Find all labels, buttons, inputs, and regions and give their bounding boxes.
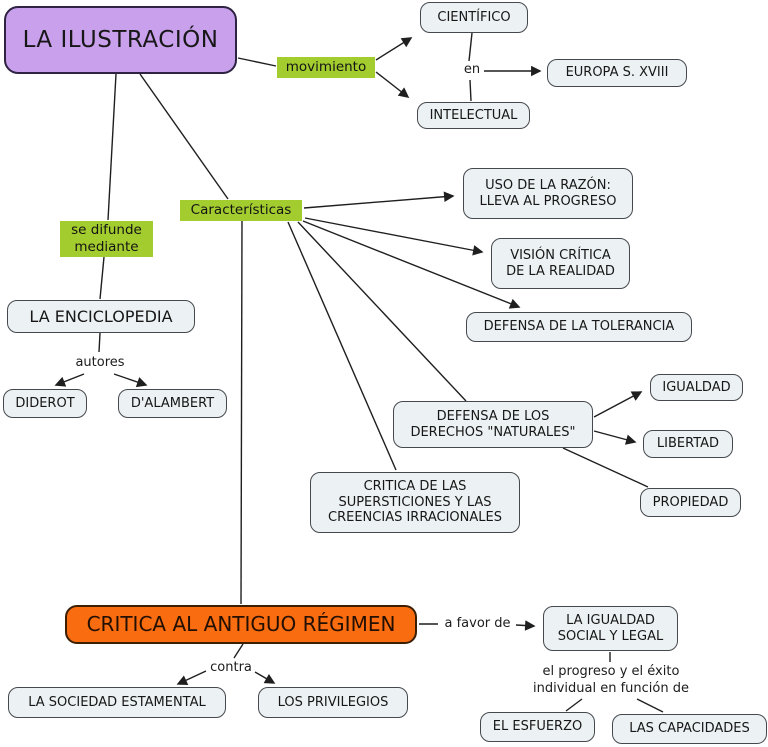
node-europa-s-xviii: EUROPA S. XVIII: [547, 59, 687, 87]
node-uso-de-la-razon: USO DE LA RAZÓN: LLEVA AL PROGRESO: [463, 168, 633, 219]
node-igualdad-social-y-legal: LA IGUALDAD SOCIAL Y LEGAL: [543, 606, 678, 651]
node-critica-al-antiguo-regimen: CRITICA AL ANTIGUO RÉGIMEN: [65, 605, 417, 644]
node-el-esfuerzo: EL ESFUERZO: [480, 712, 595, 742]
node-defensa-tolerancia: DEFENSA DE LA TOLERANCIA: [466, 312, 692, 342]
node-los-privilegios: LOS PRIVILEGIOS: [258, 687, 408, 718]
connector-se-difunde-mediante: se difunde mediante: [60, 221, 153, 257]
node-la-enciclopedia: LA ENCICLOPEDIA: [7, 300, 195, 333]
node-dalambert: D'ALAMBERT: [118, 389, 227, 418]
connector-movimiento: movimiento: [277, 57, 375, 78]
node-cientifico: CIENTÍFICO: [420, 2, 528, 33]
node-sociedad-estamental: LA SOCIEDAD ESTAMENTAL: [8, 687, 226, 718]
node-igualdad: IGUALDAD: [650, 374, 743, 401]
node-diderot: DIDEROT: [3, 389, 87, 418]
connector-progreso-exito: el progreso y el éxito individual en fun…: [533, 664, 689, 696]
connector-autores: autores: [75, 354, 125, 370]
node-las-capacidades: LAS CAPACIDADES: [612, 714, 767, 744]
node-defensa-derechos-naturales: DEFENSA DE LOS DERECHOS "NATURALES": [393, 401, 593, 448]
node-libertad: LIBERTAD: [643, 430, 733, 458]
node-vision-critica: VISIÓN CRÍTICA DE LA REALIDAD: [491, 238, 630, 289]
node-la-ilustracion: LA ILUSTRACIÓN: [4, 6, 237, 74]
node-intelectual: INTELECTUAL: [417, 102, 530, 129]
connector-contra: contra: [210, 659, 252, 675]
node-propiedad: PROPIEDAD: [640, 488, 741, 517]
connector-caracteristicas: Características: [180, 200, 302, 221]
connector-a-favor-de: a favor de: [444, 615, 511, 631]
node-critica-supersticiones: CRITICA DE LAS SUPERSTICIONES Y LAS CREE…: [310, 472, 520, 533]
connector-en: en: [463, 61, 481, 77]
